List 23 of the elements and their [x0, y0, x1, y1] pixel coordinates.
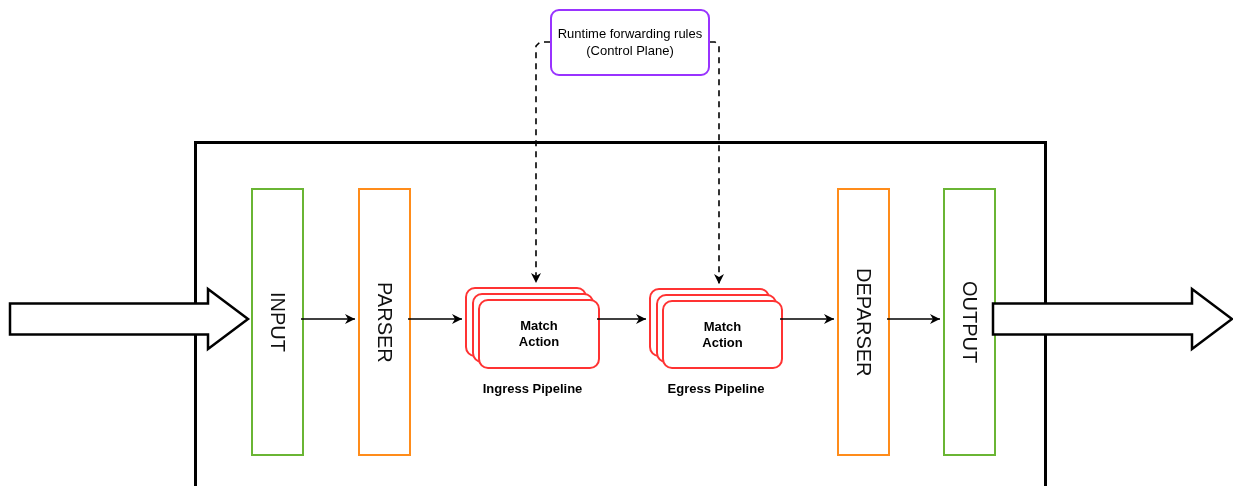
- pipeline-caption: Ingress Pipeline: [482, 381, 583, 396]
- node-label: OUTPUT: [958, 280, 981, 364]
- stage-box: [358, 188, 411, 456]
- node-label: Match Action: [517, 318, 561, 350]
- block-arrow: [991, 286, 1233, 352]
- arrow: [886, 314, 941, 324]
- node-label: INPUT: [266, 292, 289, 352]
- node-label: Match Action: [701, 318, 744, 351]
- node-label: Runtime forwarding rules (Control Plane): [556, 26, 704, 59]
- arrow: [407, 314, 463, 324]
- stage-box: [251, 188, 304, 456]
- node-label: DEPARSER: [852, 267, 875, 377]
- arrow: [300, 314, 356, 324]
- dashed-arrow: [709, 41, 724, 285]
- stage-box: [943, 188, 996, 456]
- block-arrow: [8, 286, 251, 352]
- stage-box: [837, 188, 890, 456]
- dashed-arrow: [531, 41, 551, 284]
- arrow: [596, 314, 647, 324]
- node-label: PARSER: [373, 281, 396, 363]
- control-plane-box: [550, 9, 710, 76]
- pipeline-caption: Egress Pipeline: [667, 381, 765, 396]
- arrow: [779, 314, 835, 324]
